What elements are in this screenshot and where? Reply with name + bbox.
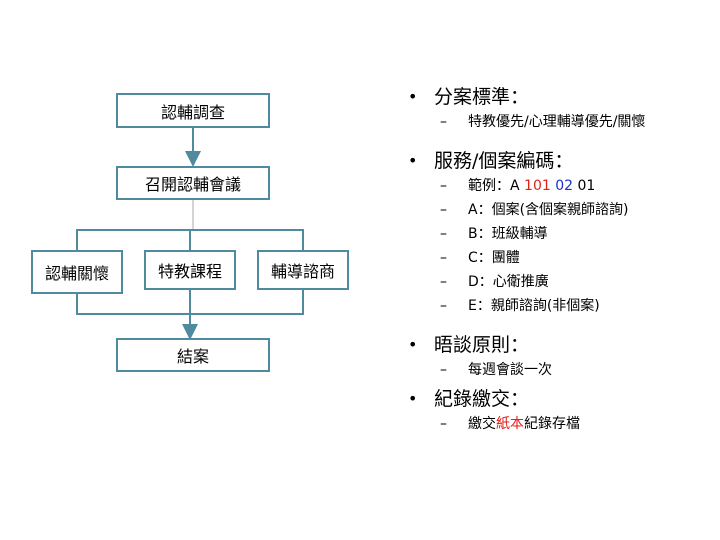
sub-code-a-text: A：個案(含個案親師諮詢) xyxy=(468,202,629,218)
sub-dash: – xyxy=(440,274,447,290)
node-meeting: 召開認輔會議 xyxy=(116,166,270,200)
sub-code-c: – C：團體 xyxy=(408,246,708,270)
sub-dash: – xyxy=(440,114,447,130)
sub-dash: – xyxy=(440,250,447,266)
bullet-dot: • xyxy=(408,389,418,408)
node-survey: 認輔調查 xyxy=(116,93,270,128)
node-special-label: 特教課程 xyxy=(157,262,222,281)
sub-dash: – xyxy=(440,202,447,218)
bullet-criteria: • 分案標準： xyxy=(408,84,708,110)
node-meeting-label: 召開認輔會議 xyxy=(144,175,241,194)
example-prefix: 範例：A xyxy=(468,178,525,194)
node-care-label: 認輔關懷 xyxy=(44,264,109,283)
bullet-records-title: 紀錄繳交： xyxy=(434,388,530,410)
bullet-interview-title: 晤談原則： xyxy=(434,334,530,356)
sub-code-b: – B：班級輔導 xyxy=(408,222,708,246)
sub-code-c-text: C：團體 xyxy=(468,250,520,266)
sub-dash: – xyxy=(440,362,447,378)
example-suffix: 01 xyxy=(573,178,596,194)
sub-code-b-text: B：班級輔導 xyxy=(468,226,548,242)
bullet-interview: • 晤談原則： xyxy=(408,332,708,358)
node-counsel-label: 輔導諮商 xyxy=(270,262,335,281)
bullet-records: • 紀錄繳交： xyxy=(408,386,708,412)
sub-dash: – xyxy=(440,178,447,194)
bullet-dot: • xyxy=(408,151,418,170)
sub-dash: – xyxy=(440,226,447,242)
bullet-coding: • 服務/個案編碼： xyxy=(408,148,708,174)
sub-interview-text: 每週會談一次 xyxy=(468,362,552,378)
sub-code-e-text: E：親師諮詢(非個案) xyxy=(468,298,600,314)
sub-dash: – xyxy=(440,298,447,314)
sub-code-d-text: D：心衛推廣 xyxy=(468,274,549,290)
sub-dash: – xyxy=(440,416,447,432)
node-special: 特教課程 xyxy=(144,250,236,290)
node-counsel: 輔導諮商 xyxy=(257,250,349,290)
sub-interview: – 每週會談一次 xyxy=(408,358,708,382)
sub-records-suffix: 紀錄存檔 xyxy=(524,416,580,432)
bullet-criteria-title: 分案標準： xyxy=(434,86,530,108)
bullet-list: • 分案標準： – 特教優先/心理輔導優先/關懷 • 服務/個案編碼： – 範例… xyxy=(408,84,708,436)
sub-code-a: – A：個案(含個案親師諮詢) xyxy=(408,198,708,222)
sub-code-d: – D：心衛推廣 xyxy=(408,270,708,294)
node-survey-label: 認輔調查 xyxy=(160,102,225,122)
example-red-code: 101 xyxy=(524,178,551,194)
example-blue-code: 02 xyxy=(555,178,574,194)
sub-records-red: 紙本 xyxy=(496,416,524,432)
node-close-label: 結案 xyxy=(176,347,209,366)
bullet-dot: • xyxy=(408,87,418,106)
bullet-dot: • xyxy=(408,335,418,354)
sub-criteria-text: 特教優先/心理輔導優先/關懷 xyxy=(468,114,646,130)
node-care: 認輔關懷 xyxy=(31,250,123,294)
sub-criteria: – 特教優先/心理輔導優先/關懷 xyxy=(408,110,708,134)
sub-example: – 範例：A 101 02 01 xyxy=(408,174,708,198)
sub-records-prefix: 繳交 xyxy=(468,416,496,432)
node-close: 結案 xyxy=(116,338,270,372)
sub-records: – 繳交紙本紀錄存檔 xyxy=(408,412,708,436)
bullet-coding-title: 服務/個案編碼： xyxy=(434,150,574,172)
sub-code-e: – E：親師諮詢(非個案) xyxy=(408,294,708,318)
